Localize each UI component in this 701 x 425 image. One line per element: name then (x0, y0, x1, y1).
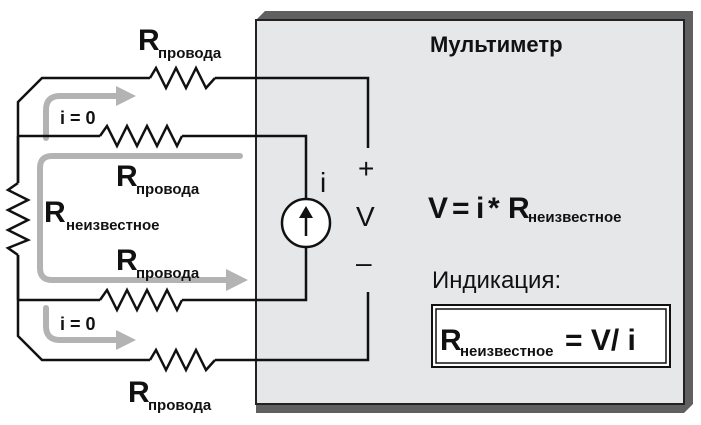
resistors (5, 65, 216, 373)
minus-terminal: – (356, 247, 372, 278)
label-r-wire-lower-sub: провода (136, 265, 200, 282)
wire-sense-bottom-right (215, 292, 370, 362)
label-zero-current-upper: i = 0 (60, 108, 96, 128)
formula-eq: = (452, 192, 470, 225)
current-source (280, 197, 332, 249)
label-r-wire-top-sub: провода (158, 45, 222, 62)
arrow-upper-zero-current (43, 93, 121, 141)
wire-current-top-right (182, 134, 308, 198)
meter-title: Мультиметр (430, 32, 563, 57)
resistor-wire-lower (98, 287, 184, 313)
arrowhead-main-loop (226, 269, 248, 291)
plus-terminal: + (358, 153, 374, 184)
resistor-wire-upper (98, 123, 184, 149)
result-rest: = V/ i (565, 324, 636, 357)
label-r-wire-bottom-sub: провода (148, 397, 212, 414)
label-r-wire-bottom-main: R (128, 376, 150, 409)
voltage-symbol: V (356, 201, 375, 232)
resistor-wire-top (148, 65, 216, 91)
label-r-wire-top: R провода (138, 24, 222, 62)
label-r-unknown-main: R (44, 196, 66, 229)
arrow-up-icon (299, 206, 313, 218)
arrowhead-upper-zero (116, 86, 136, 106)
formula-r-sub: неизвестное (528, 209, 622, 226)
arrowhead-lower-zero (116, 330, 136, 350)
result-display: R неизвестное = V/ i (431, 304, 671, 368)
label-zero-current-lower: i = 0 (60, 314, 96, 334)
label-r-wire-top-main: R (138, 24, 160, 57)
formula-star: * (488, 192, 500, 225)
result-display-inner (435, 308, 667, 364)
label-r-wire-upper: R провода (116, 160, 200, 198)
arrow-lower-zero-current (43, 305, 121, 343)
current-flow-arrows (37, 86, 248, 350)
arrow-main-current-loop (37, 153, 243, 283)
label-r-unknown: R неизвестное (44, 196, 160, 234)
label-r-wire-upper-sub: провода (136, 181, 200, 198)
wires (16, 76, 370, 362)
result-display-box (431, 304, 671, 368)
label-r-wire-lower: R провода (116, 244, 200, 282)
formula: V = i * R неизвестное (428, 192, 622, 226)
formula-i: i (476, 192, 484, 225)
label-r-wire-bottom: R провода (128, 376, 212, 414)
indication-label: Индикация: (432, 267, 561, 294)
label-r-wire-lower-main: R (116, 244, 138, 277)
result-r-sub: неизвестное (460, 343, 554, 360)
wire-current-bottom-right (182, 248, 308, 302)
label-r-unknown-sub: неизвестное (66, 217, 160, 234)
result-r: R (440, 324, 462, 357)
formula-r: R (508, 192, 530, 225)
resistor-wire-bottom (148, 347, 216, 373)
resistor-unknown (5, 181, 32, 257)
current-symbol: i (320, 167, 326, 198)
formula-v: V (428, 192, 448, 225)
wire-sense-top-right (215, 76, 370, 148)
label-r-wire-upper-main: R (116, 160, 138, 193)
